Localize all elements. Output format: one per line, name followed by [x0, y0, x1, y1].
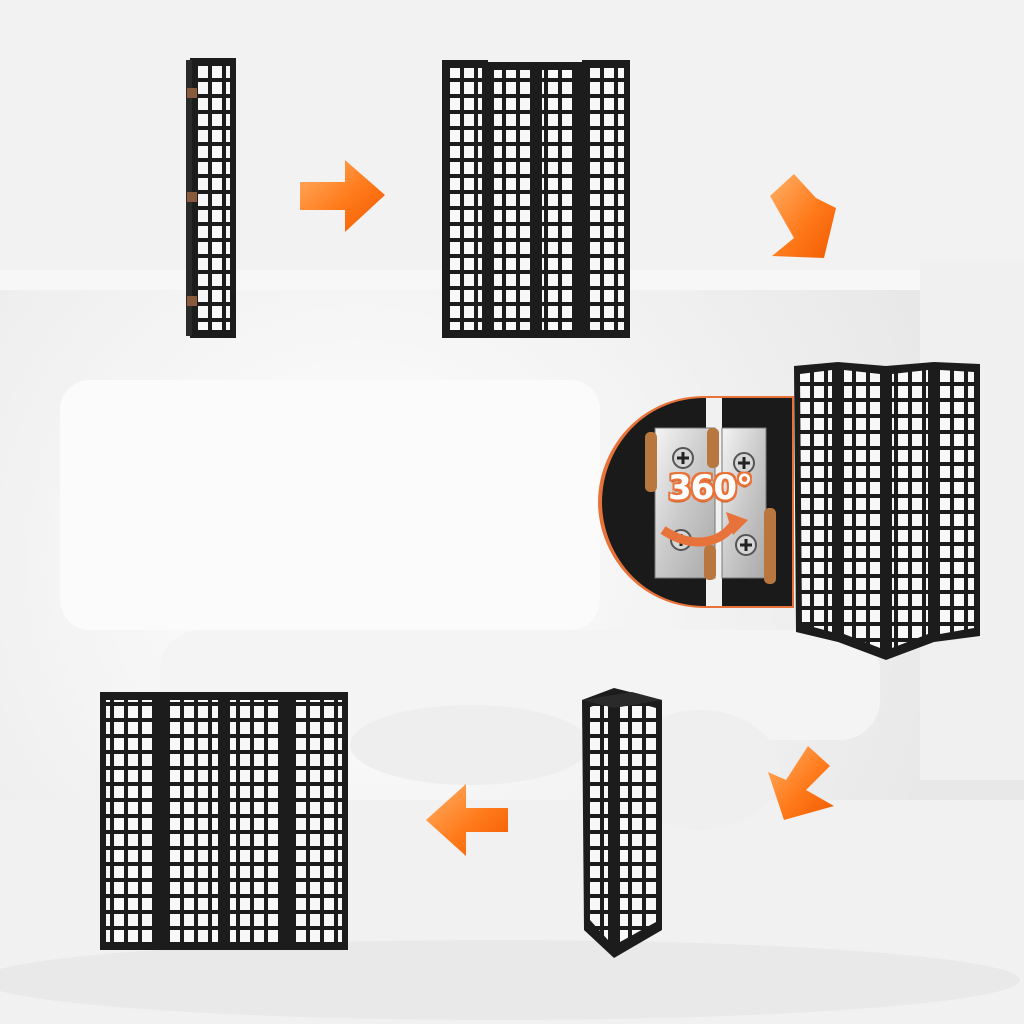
arrow-down-right-icon	[770, 174, 836, 258]
arrow-left-icon	[426, 784, 508, 856]
unfolded-screen	[442, 60, 630, 338]
arrow-right-icon	[300, 160, 385, 232]
arrow-down-left-icon	[768, 746, 834, 820]
angled-screen	[794, 362, 980, 660]
folded-screen	[186, 58, 236, 338]
hinge-closeup	[598, 396, 794, 608]
triangle-folded-screen	[582, 688, 662, 958]
flat-screen	[100, 692, 348, 950]
